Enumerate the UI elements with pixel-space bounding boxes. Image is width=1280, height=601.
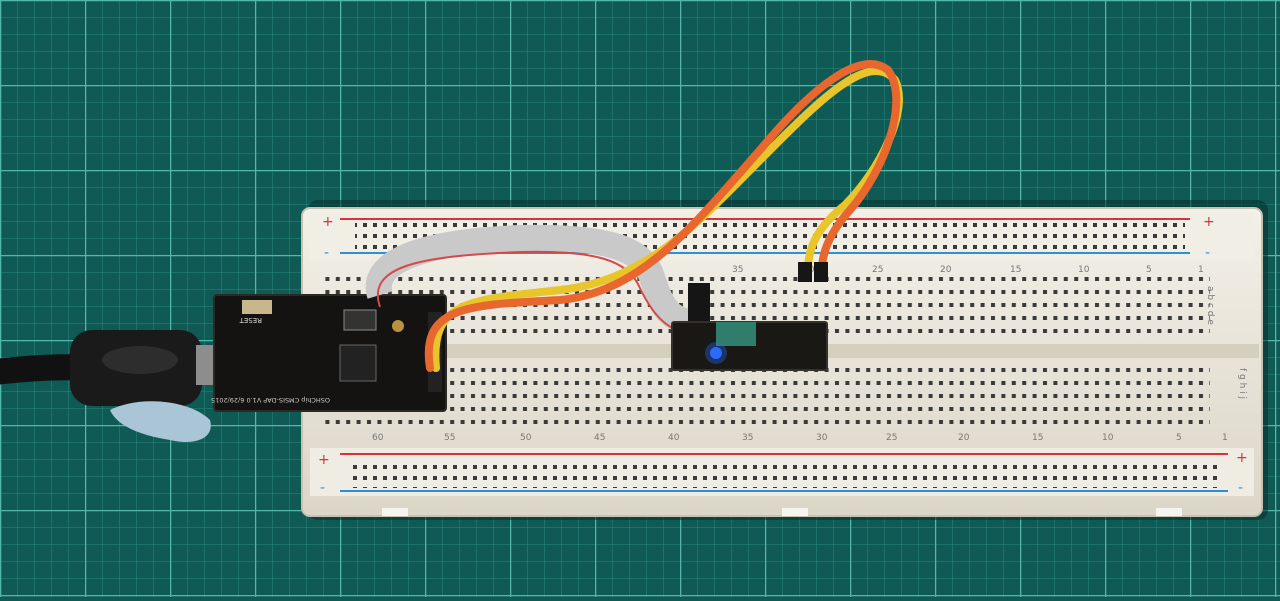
svg-text:55: 55 [444,433,455,443]
svg-text:20: 20 [940,265,952,275]
svg-text:15: 15 [1010,265,1021,275]
reset-label: RESET [239,316,262,324]
svg-text:15: 15 [1032,433,1043,443]
svg-text:20: 20 [958,433,970,443]
svg-text:25: 25 [886,433,897,443]
svg-text:35: 35 [732,265,743,275]
yellow-wire-pin [798,262,812,282]
orange-wire-pin [814,262,828,282]
ribbon-red-stripe [376,250,691,335]
bottom-column-numbers: 60 55 50 45 40 35 30 25 20 15 10 5 1 [372,433,1228,443]
usb-logo [102,346,178,374]
bottom-rail-plus-right: + [1236,450,1248,466]
board-model-text: OSHChip CMSIS-DAP V1.0 6/29/2015 [211,396,330,404]
svg-text:60: 60 [372,433,384,443]
programmer-chip [339,344,377,382]
crystal [343,309,377,331]
top-rail-minus-left: - [324,245,329,261]
bottom-rail-plus-left: + [318,452,330,468]
clip-tab [1156,508,1182,516]
bottom-rail-minus-left: - [320,480,325,496]
svg-text:10: 10 [1078,265,1090,275]
top-rail-plus-left: + [322,214,334,230]
reset-button[interactable] [242,300,272,314]
lower-row-letters: f g h i j [1237,368,1247,399]
gold-pad [392,320,404,332]
svg-text:40: 40 [668,433,680,443]
target-board [671,321,828,371]
status-led [710,347,722,359]
svg-text:30: 30 [816,433,828,443]
bottom-rail-holes [352,460,1222,488]
svg-text:1: 1 [1222,433,1228,443]
top-rail-plus-right: + [1203,214,1215,230]
top-rail-minus-right: - [1205,245,1210,261]
clip-tab [382,508,408,516]
radio-module [716,322,756,346]
svg-text:35: 35 [742,433,753,443]
svg-text:1: 1 [1198,265,1204,275]
svg-text:50: 50 [520,433,532,443]
programmer-board: RESET OSHChip CMSIS-DAP V1.0 6/29/2015 [211,294,447,412]
ribbon-cable [365,224,693,335]
usb-cable [0,330,224,442]
svg-text:5: 5 [1146,265,1152,275]
svg-text:5: 5 [1176,433,1182,443]
clip-tab [782,508,808,516]
orange-wire [424,60,901,372]
status-led-glow [705,342,727,364]
bottom-rail-minus-right: - [1238,480,1243,496]
svg-text:25: 25 [872,265,883,275]
blue-tack [110,401,211,442]
yellow-wire [431,66,903,372]
svg-text:10: 10 [1102,433,1114,443]
svg-text:45: 45 [594,433,605,443]
